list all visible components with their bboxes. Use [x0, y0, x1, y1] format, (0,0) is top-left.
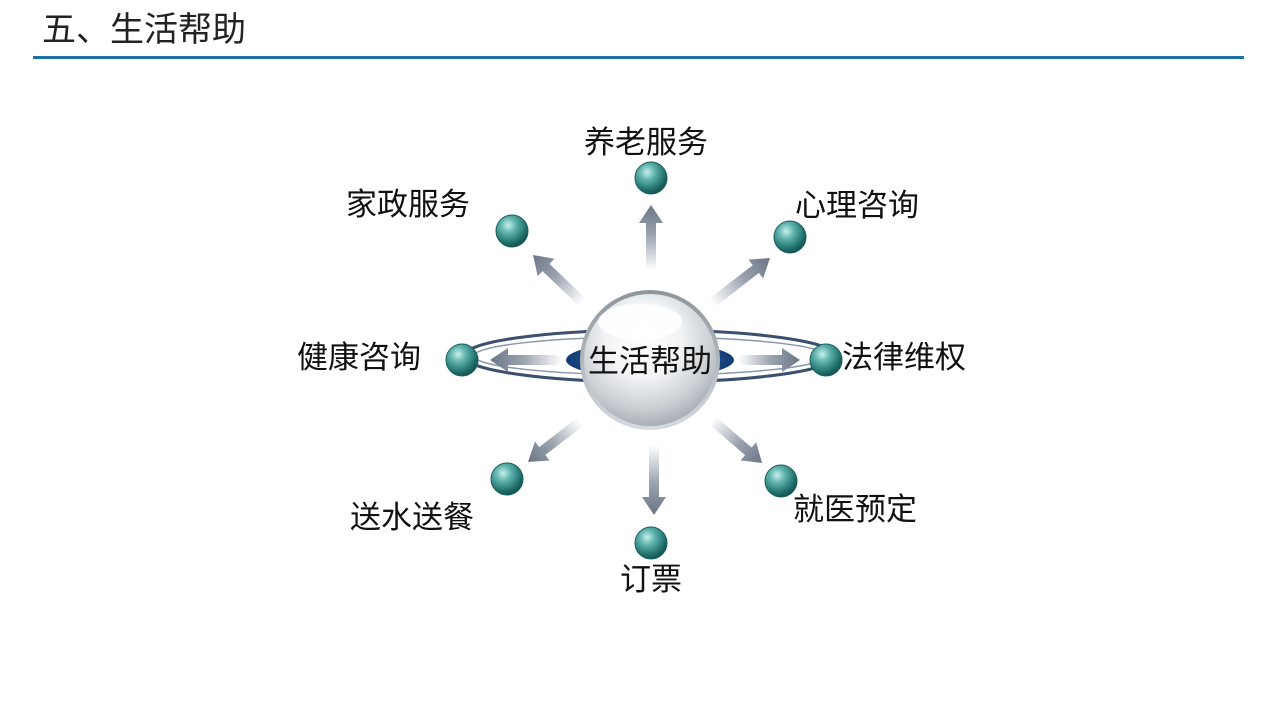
node-label-ticket-booking: 订票	[620, 562, 682, 598]
hub-highlight	[598, 304, 682, 340]
node-label-medical-booking: 就医预定	[793, 492, 917, 528]
title-divider	[33, 56, 1244, 59]
nodes-group	[445, 161, 843, 560]
arrows-group	[490, 205, 800, 515]
node-label-legal-rights: 法律维权	[842, 340, 966, 376]
arrow-elderly-care	[639, 205, 663, 270]
node-ball-health-consulting	[445, 343, 479, 377]
arrow-health-consulting	[490, 348, 562, 372]
node-label-psychological-counseling: 心理咨询	[795, 188, 919, 224]
node-ball-medical-booking	[764, 464, 798, 498]
node-label-elderly-care: 养老服务	[584, 125, 708, 161]
hub-label: 生活帮助	[588, 344, 712, 380]
arrow-ticket-booking	[642, 445, 666, 515]
arrow-psychological-counseling	[708, 258, 770, 307]
arrow-housekeeping	[533, 255, 586, 306]
arrow-water-meal-delivery	[528, 418, 583, 462]
node-label-housekeeping: 家政服务	[346, 187, 470, 223]
node-ball-legal-rights	[809, 343, 843, 377]
node-ball-ticket-booking	[634, 526, 668, 560]
node-ball-elderly-care	[634, 161, 668, 195]
arrow-legal-rights	[738, 348, 800, 372]
node-label-health-consulting: 健康咨询	[297, 340, 421, 376]
node-label-water-meal-delivery: 送水送餐	[350, 500, 474, 536]
page-title: 五、生活帮助	[42, 10, 246, 50]
node-ball-housekeeping	[495, 214, 529, 248]
node-ball-psychological-counseling	[773, 220, 807, 254]
node-ball-water-meal-delivery	[490, 462, 524, 496]
arrow-medical-booking	[708, 416, 762, 463]
